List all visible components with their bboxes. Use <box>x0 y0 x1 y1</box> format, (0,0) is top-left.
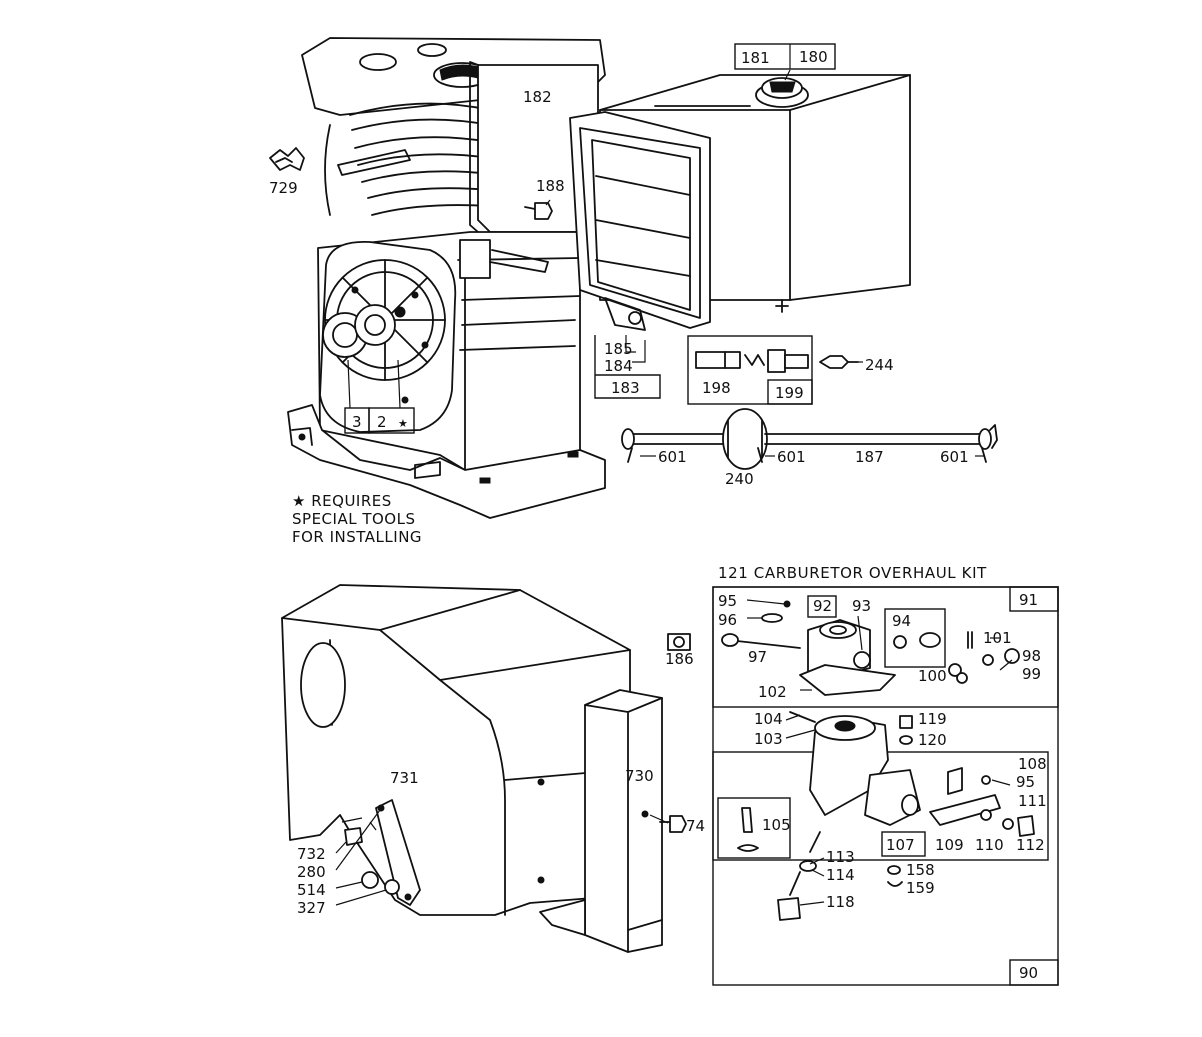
label-114: 114 <box>826 866 855 884</box>
label-74: 74 <box>686 817 705 835</box>
label-120: 120 <box>918 731 947 749</box>
label-185: 185 <box>604 340 633 358</box>
note-star: ★ <box>292 492 306 510</box>
label-101: 101 <box>983 629 1012 647</box>
label-111: 111 <box>1018 792 1047 810</box>
part-730-channel <box>539 689 687 953</box>
label-731: 731 <box>390 769 419 787</box>
label-119: 119 <box>918 710 947 728</box>
label-108: 108 <box>1018 755 1047 773</box>
label-91: 91 <box>1019 591 1038 609</box>
label-112: 112 <box>1016 836 1045 854</box>
part-186-fitting <box>667 633 691 651</box>
part-729-clip <box>269 147 305 171</box>
part-183-bracket-box <box>594 335 661 399</box>
label-105: 105 <box>762 816 791 834</box>
special-tools-note: ★ REQUIRES SPECIAL TOOLS FOR INSTALLING <box>292 492 422 546</box>
label-514: 514 <box>297 881 326 899</box>
label-93: 93 <box>852 597 871 615</box>
label-94: 94 <box>892 612 911 630</box>
label-159: 159 <box>906 879 935 897</box>
carburetor-parts-drawing <box>721 599 1035 921</box>
part-198-199-fittings <box>687 335 863 405</box>
blower-housing-drawing <box>281 584 631 916</box>
star-2: ★ <box>398 417 408 430</box>
label-729: 729 <box>269 179 298 197</box>
label-180: 180 <box>799 48 828 66</box>
note-line-1: REQUIRES <box>311 492 392 510</box>
label-95-bottom: 95 <box>1016 773 1035 791</box>
label-90: 90 <box>1019 964 1038 982</box>
label-601-left: 601 <box>658 448 687 466</box>
label-183: 183 <box>611 379 640 397</box>
label-327: 327 <box>297 899 326 917</box>
label-182: 182 <box>523 88 552 106</box>
label-113: 113 <box>826 848 855 866</box>
label-110: 110 <box>975 836 1004 854</box>
label-104: 104 <box>754 710 783 728</box>
label-109: 109 <box>935 836 964 854</box>
label-181: 181 <box>741 49 770 67</box>
label-184: 184 <box>604 357 633 375</box>
misc-leaders <box>335 69 791 906</box>
label-188: 188 <box>536 177 565 195</box>
label-100: 100 <box>918 667 947 685</box>
label-2: 2 <box>377 413 387 431</box>
carburetor-kit-frame <box>712 586 1059 986</box>
label-601-right: 601 <box>940 448 969 466</box>
svg-text:★ REQUIRES: ★ REQUIRES <box>292 492 392 510</box>
label-198: 198 <box>702 379 731 397</box>
label-118: 118 <box>826 893 855 911</box>
label-730: 730 <box>625 767 654 785</box>
note-line-3: FOR INSTALLING <box>292 528 422 546</box>
fuel-tank-drawing <box>569 74 911 331</box>
label-732: 732 <box>297 845 326 863</box>
label-95-top: 95 <box>718 592 737 610</box>
label-186: 186 <box>665 650 694 668</box>
part-188-screw <box>524 202 553 220</box>
part-180-181-box <box>734 43 836 70</box>
engine-block-drawing <box>287 37 606 519</box>
label-103: 103 <box>754 730 783 748</box>
label-92: 92 <box>813 597 832 615</box>
part-187-rod-assembly <box>621 408 998 470</box>
label-280: 280 <box>297 863 326 881</box>
label-97: 97 <box>748 648 767 666</box>
label-3: 3 <box>352 413 362 431</box>
label-601-middle: 601 <box>777 448 806 466</box>
label-96: 96 <box>718 611 737 629</box>
label-102: 102 <box>758 683 787 701</box>
label-199: 199 <box>775 384 804 402</box>
label-240: 240 <box>725 470 754 488</box>
kit-title: 121 CARBURETOR OVERHAUL KIT <box>718 564 987 582</box>
label-158: 158 <box>906 861 935 879</box>
label-107: 107 <box>886 836 915 854</box>
label-187: 187 <box>855 448 884 466</box>
note-line-2: SPECIAL TOOLS <box>292 510 415 528</box>
label-98: 98 <box>1022 647 1041 665</box>
label-99: 99 <box>1022 665 1041 683</box>
label-244: 244 <box>865 356 894 374</box>
